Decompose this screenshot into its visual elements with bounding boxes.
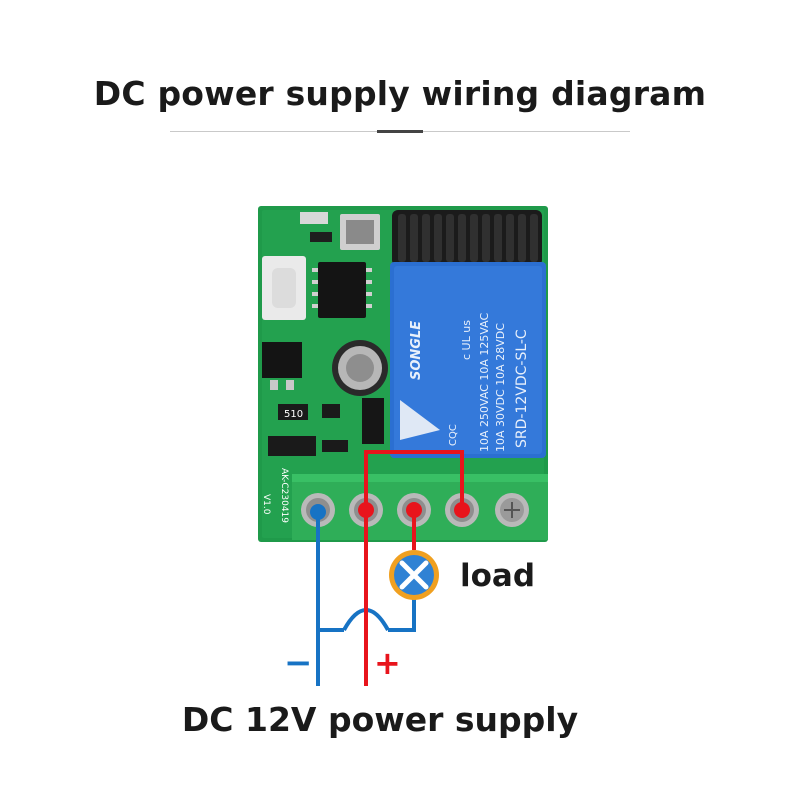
antenna-coil: [392, 210, 542, 266]
load-lamp-icon: [389, 550, 439, 600]
relay: [390, 262, 546, 458]
resistor-code-text: 510: [284, 409, 303, 420]
power-supply-caption: DC 12V power supply: [181, 700, 579, 739]
negative-terminal-label: −: [284, 643, 313, 683]
positive-terminal-label: +: [374, 644, 401, 682]
terminal-block: [292, 474, 548, 540]
terminal-dot-red-1: [358, 502, 374, 518]
relay-brand-text: SONGLE: [409, 321, 424, 380]
terminal-dot-red-3: [454, 502, 470, 518]
red-relay-link: [364, 450, 464, 510]
load-label: load: [460, 558, 536, 594]
pcb-components: [262, 212, 384, 456]
blue-negative-wire: [316, 510, 416, 686]
terminal-screw-5: [495, 493, 529, 527]
terminal-dot-red-2: [406, 502, 422, 518]
board-version-text: V1.0: [261, 494, 271, 515]
relay-rating-1: 10A 250VAC 10A 125VAC: [478, 312, 491, 452]
title-divider-accent: [377, 130, 423, 133]
relay-rating-2: 10A 30VDC 10A 28VDC: [494, 323, 507, 452]
capacitor: [332, 340, 388, 396]
relay-model-text: SRD-12VDC-SL-C: [514, 329, 530, 448]
page-title: DC power supply wiring diagram: [93, 74, 707, 113]
board-id-text: AK-C230419: [279, 468, 289, 523]
relay-ul-text: c UL us: [460, 320, 473, 360]
tact-button: [262, 256, 306, 320]
terminal-dot-blue: [310, 504, 326, 520]
relay-cert-text: CQC: [448, 424, 459, 446]
